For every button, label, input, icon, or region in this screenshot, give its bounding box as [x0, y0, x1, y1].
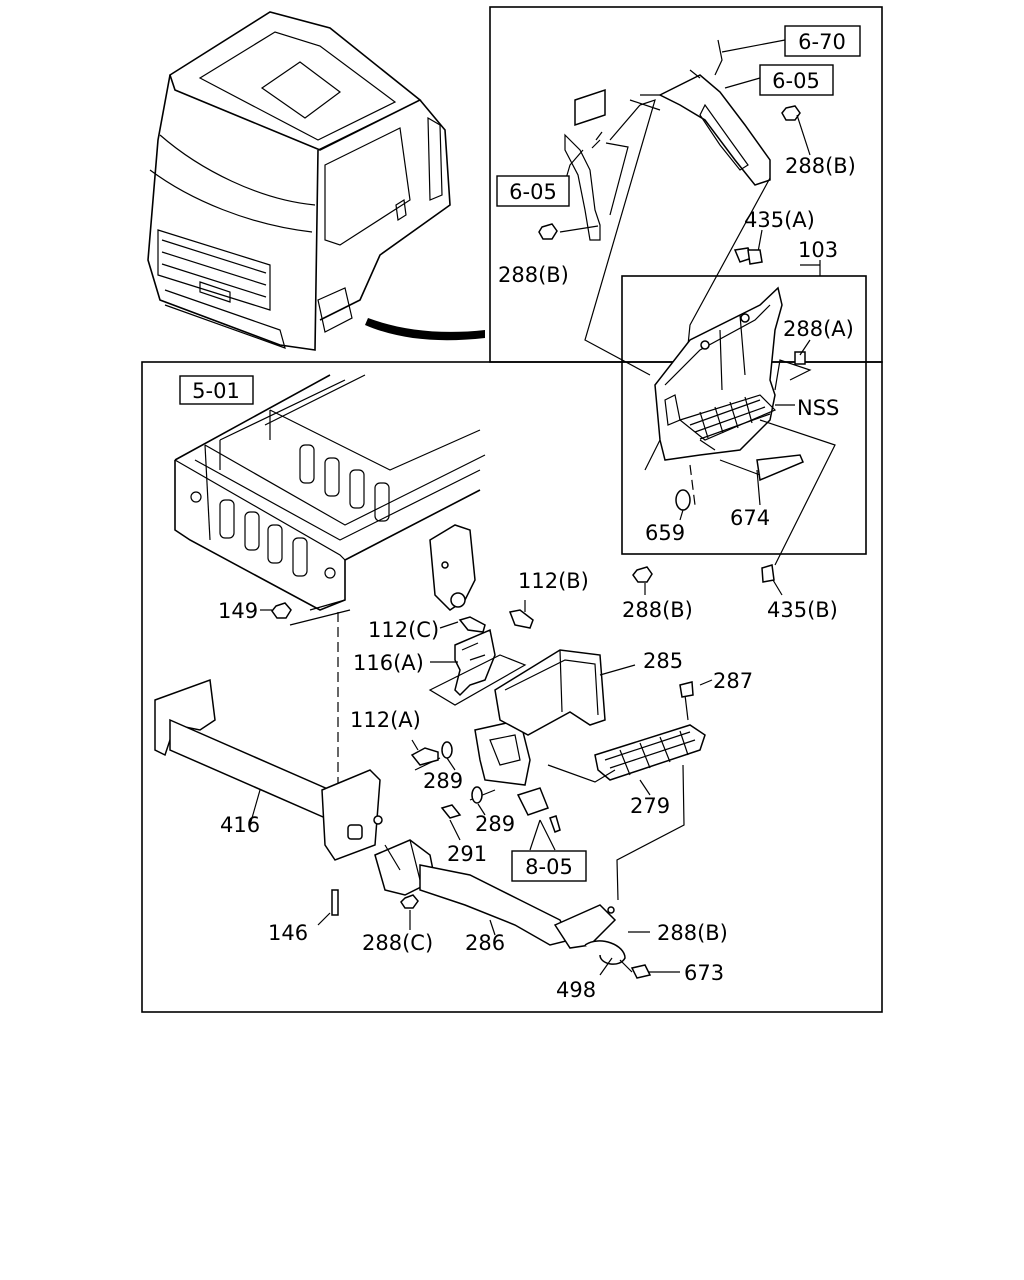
callout-498: 498 — [556, 978, 596, 1002]
step-assembly-subframe — [621, 275, 867, 555]
fastener-illustrations — [271, 564, 775, 833]
callout-435a: 435(A) — [744, 208, 815, 232]
ref-label-8-05: 8-05 — [525, 855, 573, 879]
callout-286: 286 — [465, 931, 505, 955]
callout-288a: 288(A) — [783, 317, 854, 341]
callout-288b-mid: 288(B) — [622, 598, 693, 622]
ref-label-5-01: 5-01 — [192, 379, 240, 403]
callout-279: 279 — [630, 794, 670, 818]
ref-label-6-05-left: 6-05 — [509, 180, 557, 204]
callout-291: 291 — [447, 842, 487, 866]
callout-112c: 112(C) — [368, 618, 439, 642]
step-support-assembly-illustration — [154, 628, 706, 979]
callout-289-lower: 289 — [475, 812, 515, 836]
ref-box-6-05-right[interactable]: 6-05 — [759, 64, 834, 96]
cab-overview-illustration — [147, 11, 485, 351]
step-assembly-illustration — [644, 286, 836, 566]
callout-116a: 116(A) — [353, 651, 424, 675]
callout-289-upper: 289 — [423, 769, 463, 793]
callout-288c: 288(C) — [362, 931, 433, 955]
callout-149: 149 — [218, 599, 258, 623]
chassis-frame-illustration — [174, 374, 486, 790]
ref-box-5-01[interactable]: 5-01 — [179, 375, 254, 405]
callout-nss: NSS — [797, 396, 839, 420]
ref-box-6-05-left[interactable]: 6-05 — [496, 175, 570, 207]
callout-112b: 112(B) — [518, 569, 589, 593]
callout-labels: 288(B) 435(A) 103 288(B) 288(A) NSS 674 … — [218, 154, 856, 1002]
callout-416: 416 — [220, 813, 260, 837]
callout-103: 103 — [798, 238, 838, 262]
main-assembly-frame — [141, 361, 883, 1013]
leader-lines — [249, 39, 821, 976]
ref-label-6-70: 6-70 — [798, 30, 846, 54]
ref-box-8-05[interactable]: 8-05 — [511, 850, 587, 882]
callout-112a: 112(A) — [350, 708, 421, 732]
callout-288b-bottom: 288(B) — [657, 921, 728, 945]
step-bracket-illustration — [538, 39, 801, 376]
ref-box-6-70[interactable]: 6-70 — [784, 25, 861, 57]
callout-285: 285 — [643, 649, 683, 673]
callout-146: 146 — [268, 921, 308, 945]
callout-659: 659 — [645, 521, 685, 545]
callout-435b: 435(B) — [767, 598, 838, 622]
ref-label-6-05-right: 6-05 — [772, 69, 820, 93]
callout-673: 673 — [684, 961, 724, 985]
callout-288b-left: 288(B) — [498, 263, 569, 287]
callout-287: 287 — [713, 669, 753, 693]
callout-288b-top: 288(B) — [785, 154, 856, 178]
callout-674: 674 — [730, 506, 770, 530]
